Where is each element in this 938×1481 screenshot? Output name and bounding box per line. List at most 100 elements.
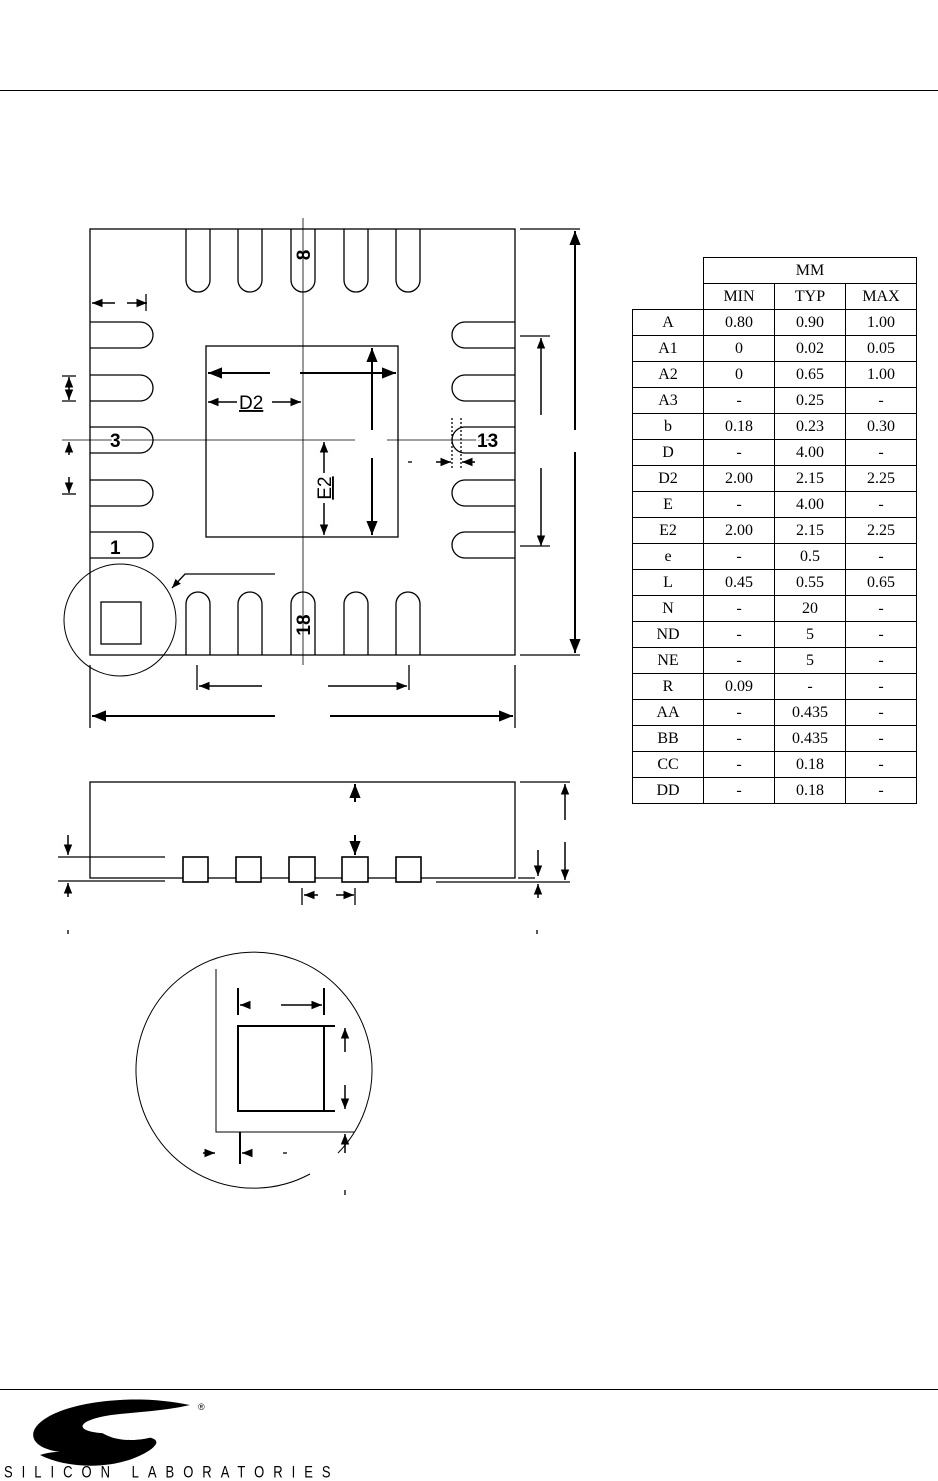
cell-min: - — [703, 387, 775, 414]
cell-typ: 4.00 — [774, 439, 846, 466]
cell-min: 0 — [703, 361, 775, 388]
cell-symbol: BB — [632, 725, 704, 752]
table-row: CC-0.18- — [632, 751, 917, 778]
logo-wordmark: SILICON LABORATORIES — [4, 1461, 340, 1481]
cell-typ: 20 — [774, 595, 846, 622]
cell-min: - — [703, 491, 775, 518]
cell-max: - — [845, 621, 917, 648]
side-leads — [182, 856, 422, 883]
footer-rule — [0, 1389, 938, 1390]
cell-symbol: b — [632, 413, 704, 440]
centerlines — [62, 218, 495, 665]
e2-dimension-label: E2 — [315, 476, 336, 499]
cell-symbol: A — [632, 309, 704, 336]
cell-symbol: DD — [632, 777, 704, 804]
cell-max: - — [845, 491, 917, 518]
pin-3-label: 3 — [110, 431, 121, 452]
cell-symbol: L — [632, 569, 704, 596]
cell-typ: 2.15 — [774, 465, 846, 492]
cell-typ: 0.55 — [774, 569, 846, 596]
table-row: ND-5- — [632, 621, 917, 648]
cell-min: - — [703, 699, 775, 726]
cell-max: 1.00 — [845, 309, 917, 336]
pin-8-label: 8 — [294, 250, 315, 261]
cell-symbol: D — [632, 439, 704, 466]
cell-max: - — [845, 751, 917, 778]
svg-text:®: ® — [198, 1402, 205, 1412]
cell-typ: 0.435 — [774, 699, 846, 726]
cell-max: 0.30 — [845, 413, 917, 440]
cell-max: - — [845, 673, 917, 700]
cell-min: - — [703, 543, 775, 570]
cell-typ: 0.435 — [774, 725, 846, 752]
cell-max: - — [845, 777, 917, 804]
cell-max: - — [845, 387, 917, 414]
table-row: DD-0.18- — [632, 777, 917, 804]
cell-typ: 0.02 — [774, 335, 846, 362]
package-top-outline — [89, 228, 516, 656]
cell-min: - — [703, 439, 775, 466]
cell-typ: 4.00 — [774, 491, 846, 518]
cell-symbol: R — [632, 673, 704, 700]
table-row: AA-0.435- — [632, 699, 917, 726]
cell-symbol: N — [632, 595, 704, 622]
cell-min: - — [703, 621, 775, 648]
cell-max: - — [845, 725, 917, 752]
left-pins — [90, 321, 154, 559]
table-row: D-4.00- — [632, 439, 917, 466]
cell-symbol: E — [632, 491, 704, 518]
cell-symbol: CC — [632, 751, 704, 778]
table-row: e-0.5- — [632, 543, 917, 570]
cell-typ: 0.90 — [774, 309, 846, 336]
pin-1-label: 1 — [110, 538, 121, 559]
cell-max: 0.65 — [845, 569, 917, 596]
cell-symbol: D2 — [632, 465, 704, 492]
exposed-pad — [205, 345, 399, 538]
column-header: TYP — [774, 283, 846, 310]
cell-max: - — [845, 647, 917, 674]
table-row: N-20- — [632, 595, 917, 622]
cell-max: - — [845, 439, 917, 466]
column-header: MAX — [845, 283, 917, 310]
cell-symbol: ND — [632, 621, 704, 648]
detail-circle — [63, 563, 177, 677]
detail-view-circle — [135, 951, 373, 1189]
cell-symbol: NE — [632, 647, 704, 674]
cell-max: 2.25 — [845, 517, 917, 544]
bottom-pins — [185, 591, 421, 655]
unit-header: MM — [703, 257, 917, 284]
table-row: E-4.00- — [632, 491, 917, 518]
cell-symbol: e — [632, 543, 704, 570]
cell-min: 0.45 — [703, 569, 775, 596]
cell-max: 0.05 — [845, 335, 917, 362]
table-row: BB-0.435- — [632, 725, 917, 752]
cell-symbol: A1 — [632, 335, 704, 362]
cell-typ: 5 — [774, 621, 846, 648]
pin-13-label: 13 — [477, 431, 498, 452]
cell-min: - — [703, 595, 775, 622]
cell-min: - — [703, 647, 775, 674]
cell-min: 0 — [703, 335, 775, 362]
cell-typ: 0.25 — [774, 387, 846, 414]
table-column-header-row: MIN TYP MAX — [633, 283, 917, 310]
column-header: MIN — [703, 283, 775, 310]
cell-symbol: E2 — [632, 517, 704, 544]
cell-max: 2.25 — [845, 465, 917, 492]
header-rule — [0, 90, 938, 91]
cell-max: 1.00 — [845, 361, 917, 388]
pin-18-label: 18 — [294, 614, 315, 635]
cell-max: - — [845, 699, 917, 726]
cell-symbol: A3 — [632, 387, 704, 414]
cell-typ: 0.23 — [774, 413, 846, 440]
cell-min: - — [703, 725, 775, 752]
cell-typ: 5 — [774, 647, 846, 674]
